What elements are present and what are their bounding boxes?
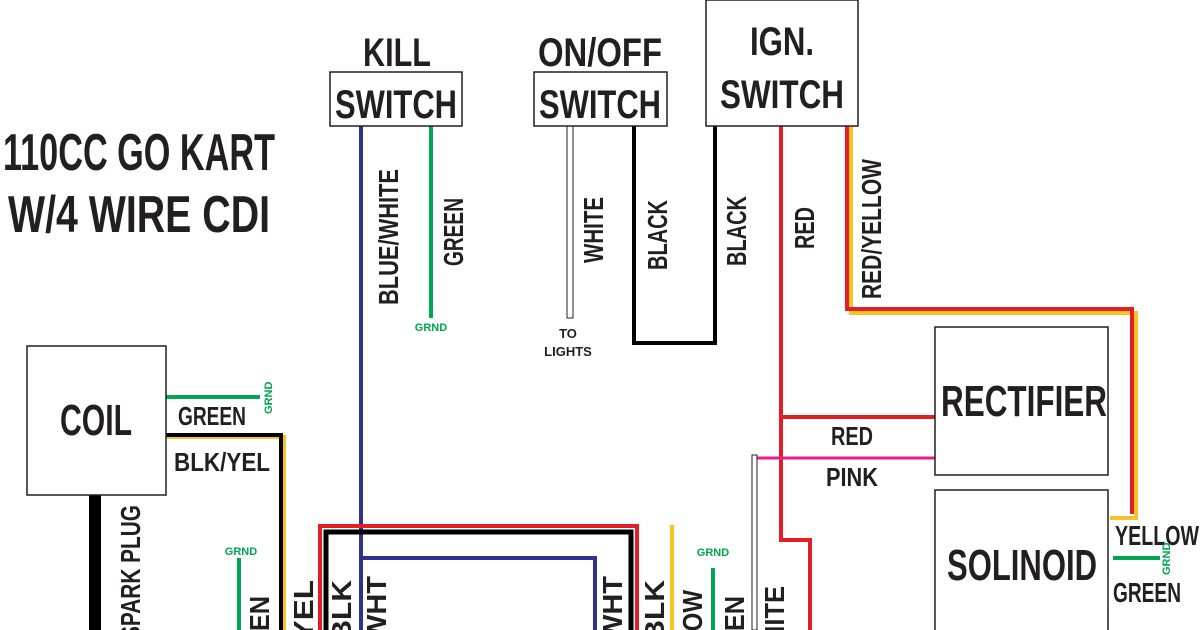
red-yellow-label: RED/YELLOW bbox=[856, 159, 887, 299]
wire-black-loop bbox=[632, 126, 717, 345]
grnd-label-left: GRND bbox=[225, 546, 257, 558]
title-line1: 110CC GO KART bbox=[3, 124, 275, 182]
wire-red-ign bbox=[779, 126, 812, 630]
onoff-switch-label: ON/OFF bbox=[538, 31, 662, 75]
een-right-label: EEN bbox=[719, 596, 750, 630]
pink-label: PINK bbox=[826, 462, 878, 492]
wht-right-label: /WHT bbox=[597, 576, 628, 630]
kill-switch-box bbox=[329, 71, 463, 127]
een-left-label: EEN bbox=[244, 596, 275, 630]
rectifier-label: RECTIFIER bbox=[941, 377, 1107, 426]
blk-right-label: /BLK bbox=[639, 580, 670, 630]
black-label-1: BLACK bbox=[642, 200, 673, 270]
wire-red-black-loop bbox=[318, 524, 639, 630]
wire-white-right bbox=[751, 454, 758, 630]
wire-red-yellow-stripe bbox=[849, 126, 1138, 520]
wire-white-lights bbox=[566, 125, 574, 319]
coil-label: COIL bbox=[60, 396, 132, 445]
ign-switch-box bbox=[705, 0, 859, 127]
blk-yel-label: BLK/YEL bbox=[174, 447, 270, 477]
solinoid-box bbox=[934, 489, 1109, 630]
low-right-label: LOW bbox=[677, 590, 708, 630]
wire-blue-white-loop bbox=[361, 556, 597, 630]
hite-right-label: HITE bbox=[759, 586, 790, 630]
white-label: WHITE bbox=[578, 197, 609, 263]
wire-blk-yel bbox=[166, 433, 283, 630]
title-line2: W/4 WIRE CDI bbox=[8, 186, 270, 244]
onoff-switch-text: SWITCH bbox=[539, 83, 661, 127]
coil-box bbox=[26, 345, 167, 496]
red-rectifier-label: RED bbox=[831, 421, 873, 451]
green-kill-label: GREEN bbox=[438, 198, 469, 266]
wht-left-label: /WHT bbox=[361, 576, 392, 630]
wire-red-yellow bbox=[845, 126, 1134, 514]
to-lights-label-2: LIGHTS bbox=[544, 344, 592, 359]
ign-switch-text: SWITCH bbox=[720, 73, 844, 117]
rectifier-box bbox=[934, 326, 1109, 476]
grnd-label-solinoid: GRND bbox=[1161, 543, 1173, 575]
wires bbox=[89, 125, 1160, 630]
to-lights-label-1: TO bbox=[559, 326, 577, 341]
yel-left-label: /YEL bbox=[288, 580, 319, 630]
kill-switch-text: SWITCH bbox=[335, 83, 457, 127]
spark-plug-label: SPARK PLUG bbox=[115, 505, 146, 630]
green-solinoid-label: GREEN bbox=[1113, 577, 1181, 608]
blk-left-label: /BLK bbox=[326, 580, 357, 630]
ign-switch-label: IGN. bbox=[750, 20, 814, 64]
grnd-label-right: GRND bbox=[697, 547, 729, 559]
yellow-solinoid-label: YELLOW bbox=[1115, 520, 1199, 551]
grnd-label-coil: GRND bbox=[263, 382, 275, 414]
onoff-switch-box bbox=[533, 71, 668, 127]
grnd-label-kill: GRND bbox=[415, 322, 447, 334]
wire-black-red-loop bbox=[323, 529, 634, 630]
solinoid-label: SOLINOID bbox=[947, 541, 1097, 590]
blue-white-label: BLUE/WHITE bbox=[373, 169, 404, 305]
green-coil-label: GREEN bbox=[178, 401, 246, 431]
kill-switch-label: KILL bbox=[363, 31, 431, 75]
black-label-2: BLACK bbox=[721, 196, 752, 266]
red-label: RED bbox=[789, 207, 820, 249]
